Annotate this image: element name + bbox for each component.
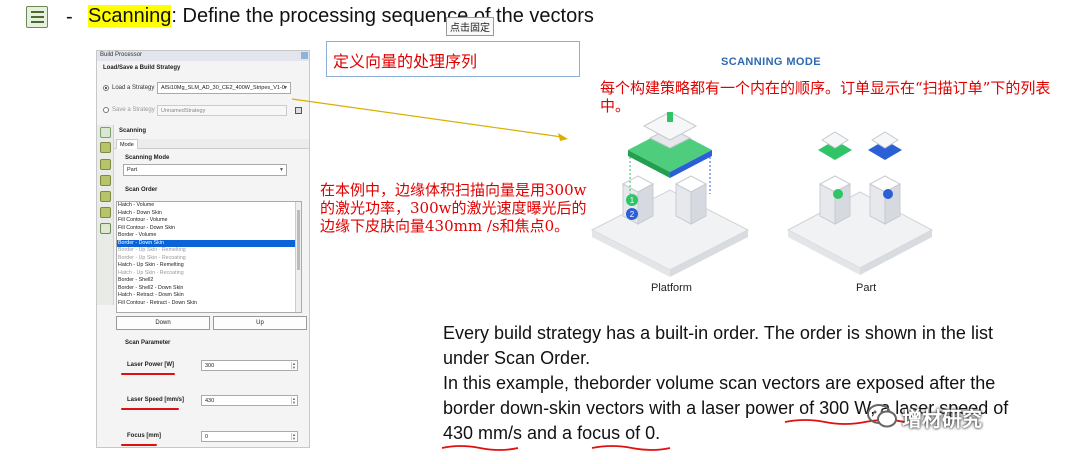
part-illustration	[786, 131, 934, 275]
panel-tabbar: Mode	[114, 139, 309, 149]
laser-power-input[interactable]: 300 ▲▼	[201, 360, 298, 371]
load-save-header: Load/Save a Build Strategy	[103, 65, 181, 71]
laser-speed-input[interactable]: 430 ▲▼	[201, 395, 298, 406]
highlighted-keyword: Scanning	[88, 5, 172, 27]
load-strategy-row: Load a Strategy	[103, 85, 154, 91]
window-title: Build Processor	[100, 52, 143, 58]
save-strategy-label: Save a Strategy	[112, 107, 155, 113]
annotation-underline-3	[121, 444, 157, 446]
diagram-title: SCANNING MODE	[721, 56, 821, 68]
annotation-underline-2	[121, 408, 179, 410]
scanning-panel-title: Scanning	[119, 128, 147, 134]
scan-order-item[interactable]: Fill Contour - Retract - Down Skin	[118, 299, 197, 306]
cube-icon-5[interactable]	[100, 207, 111, 218]
platform-caption: Platform	[651, 282, 692, 294]
scanning-mode-select[interactable]: Part ▼	[123, 164, 287, 176]
platform-illustration: 1 2	[590, 112, 750, 277]
en-line-1: Every build strategy has a built-in orde…	[443, 323, 993, 343]
en-line-5: 430 mm/s and a focus of 0.	[443, 423, 661, 443]
scan-order-item[interactable]: Hatch - Down Skin	[118, 209, 162, 216]
heading-rest: : Define the processing sequence of the …	[171, 5, 594, 27]
up-button[interactable]: Up	[213, 316, 307, 330]
load-strategy-radio[interactable]	[103, 85, 109, 91]
save-strategy-radio[interactable]	[103, 107, 109, 113]
focus-label: Focus [mm]	[127, 433, 162, 439]
cube-icon-4[interactable]	[100, 191, 111, 202]
scan-order-item[interactable]: Border - Shell2 - Down Skin	[118, 284, 184, 291]
save-icon[interactable]	[295, 107, 302, 114]
focus-input[interactable]: 0 ▲▼	[201, 431, 298, 442]
save-strategy-row: Save a Strategy	[103, 107, 155, 113]
wechat-icon	[867, 404, 897, 428]
scan-order-item[interactable]: Border - Shell2	[118, 277, 154, 283]
pin-tooltip[interactable]: 点击固定	[446, 17, 494, 36]
callout-arrow	[291, 98, 568, 141]
cube-icon[interactable]	[100, 142, 111, 153]
example-callout: 在本例中，边缘体积扫描向量是用300w的激光功率，300w的激光速度曝光后的边缘…	[320, 181, 587, 235]
watermark-text: 增材研究	[902, 407, 982, 431]
scan-order-scrollbar[interactable]	[295, 202, 301, 312]
down-button[interactable]: Down	[116, 316, 210, 330]
scan-order-list-icon[interactable]	[100, 223, 111, 234]
bullet-dash: -	[66, 6, 73, 28]
red-underlines	[441, 419, 906, 451]
build-processor-window: Build Processor Load/Save a Build Strate…	[96, 50, 310, 448]
load-strategy-label: Load a Strategy	[112, 85, 155, 91]
tool-sidebar	[97, 125, 114, 305]
laser-speed-label: Laser Speed [mm/s]	[127, 397, 185, 403]
scan-order-item[interactable]: Border - Up Skin - Remelting	[118, 247, 186, 253]
scan-order-item[interactable]: Hatch - Up Skin - Remelting	[118, 262, 184, 268]
save-strategy-field[interactable]: UnnamedStrategy	[157, 105, 287, 116]
badge-1: 1	[630, 196, 635, 205]
badge-2: 2	[630, 210, 635, 219]
spinner-icon-3[interactable]: ▲▼	[291, 432, 296, 441]
chevron-down-icon: ▼	[283, 85, 288, 91]
scan-parameter-label: Scan Parameter	[125, 340, 171, 346]
slide-heading: Scanning: Define the processing sequence…	[88, 5, 594, 28]
scan-order-item[interactable]: Hatch - Retract - Down Skin	[118, 292, 184, 298]
scan-order-item[interactable]: Hatch - Volume	[118, 202, 155, 208]
scan-order-item[interactable]: Fill Contour - Down Skin	[118, 224, 176, 231]
scrollbar-thumb[interactable]	[297, 210, 300, 270]
cube-icon-2[interactable]	[100, 159, 111, 170]
strategy-combo-value: AlSi10Mg_SLM_AD_30_CE2_400W_Stripes_V1-0	[161, 85, 285, 91]
scan-order-item[interactable]: Border - Volume	[118, 232, 157, 238]
spinner-icon-2[interactable]: ▲▼	[291, 396, 296, 405]
tab-mode[interactable]: Mode	[116, 139, 138, 149]
english-explanation: Every build strategy has a built-in orde…	[443, 321, 1063, 446]
laser-power-value: 300	[205, 363, 215, 369]
part-caption: Part	[856, 282, 877, 294]
annotation-underline	[121, 373, 175, 375]
builtin-order-callout: 每个构建策略都有一个内在的顺序。订单显示在“扫描订单”下的列表中。	[600, 79, 1051, 115]
move-arrows-icon[interactable]	[100, 127, 111, 138]
cube-icon-3[interactable]	[100, 175, 111, 186]
list-icon	[26, 6, 48, 28]
scanning-mode-value: Part	[127, 167, 138, 173]
scan-order-label: Scan Order	[125, 187, 158, 193]
close-icon[interactable]	[301, 52, 308, 59]
spinner-icon[interactable]: ▲▼	[291, 361, 296, 370]
en-line-3: In this example, theborder volume scan v…	[443, 373, 996, 393]
en-line-4: border down-skin vectors with a laser po…	[443, 398, 1009, 418]
laser-power-label: Laser Power [W]	[127, 362, 175, 368]
en-line-2: under Scan Order.	[443, 348, 591, 368]
strategy-combo[interactable]: AlSi10Mg_SLM_AD_30_CE2_400W_Stripes_V1-0…	[157, 82, 291, 94]
chevron-down-icon-2: ▼	[279, 167, 284, 173]
scan-order-item[interactable]: Border - Down Skin	[117, 239, 301, 247]
scanning-mode-diagram: 1 2	[590, 112, 934, 277]
window-titlebar: Build Processor	[97, 51, 309, 61]
focus-value: 0	[205, 434, 209, 440]
scan-order-item[interactable]: Border - Up Skin - Recoating	[118, 254, 186, 261]
scan-order-item[interactable]: Hatch - Up Skin - Recoating	[118, 269, 184, 276]
laser-speed-value: 430	[205, 398, 215, 404]
define-sequence-callout: 定义向量的处理序列	[326, 41, 580, 77]
scanning-mode-label: Scanning Mode	[125, 155, 170, 161]
scan-order-item[interactable]: Fill Contour - Volume	[118, 217, 168, 223]
